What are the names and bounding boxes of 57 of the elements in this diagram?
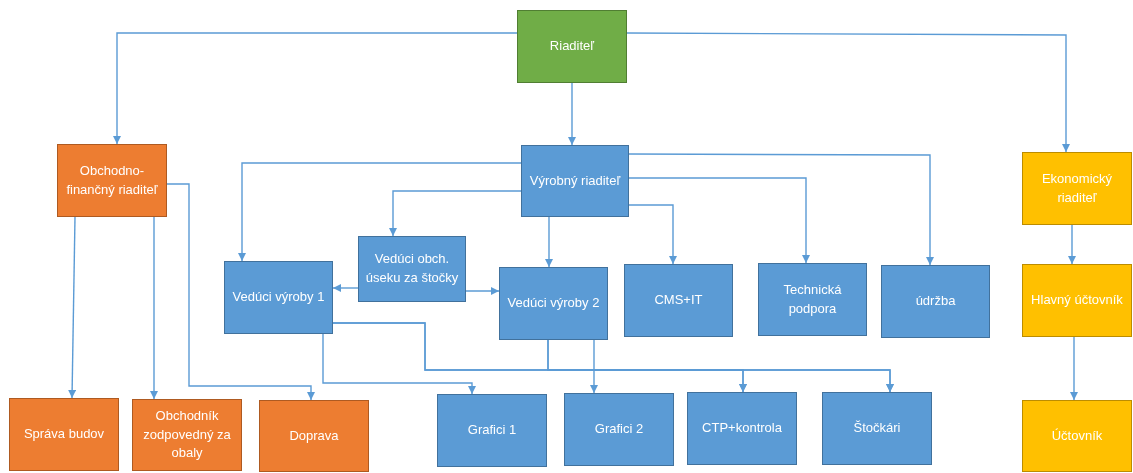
- box-label: údržba: [915, 292, 956, 311]
- connector-arrow: [465, 287, 500, 295]
- org-box: [758, 263, 867, 336]
- connector-arrow: [628, 153, 934, 266]
- box-label: CMS+IT: [654, 291, 703, 310]
- connector-arrow: [322, 333, 476, 395]
- connector-arrow: [626, 32, 1070, 153]
- box-label: Technická podpora: [782, 280, 843, 318]
- box-label: Doprava: [289, 426, 339, 445]
- box-label: Grafici 1: [467, 421, 517, 440]
- box-label: Obchodník zodpovedný za obaly: [142, 406, 232, 463]
- org-box: [1022, 400, 1132, 472]
- org-box: [259, 400, 369, 472]
- connector-arrow: [545, 216, 553, 268]
- connector-arrow: [590, 339, 598, 394]
- org-box: [687, 392, 797, 465]
- box-label: Grafici 2: [594, 420, 644, 439]
- org-box: [624, 264, 733, 337]
- box-label: Obchodno- finančný riaditeľ: [65, 161, 159, 199]
- connector-arrow: [1068, 224, 1076, 265]
- box-label: Vedúci obch. úseku za štočky: [365, 250, 459, 287]
- org-box: [1022, 264, 1132, 337]
- box-label: Správa budov: [23, 425, 105, 444]
- box-label: Vedúci výroby 1: [232, 288, 325, 307]
- org-box: [822, 392, 932, 465]
- connector-arrow: [150, 216, 158, 400]
- connector-arrow: [389, 190, 522, 237]
- connector-arrow: [628, 177, 810, 264]
- box-label: Výrobný riaditeľ: [529, 171, 621, 190]
- box-label: Štočkári: [853, 419, 901, 438]
- org-box: [437, 394, 547, 467]
- org-box: [358, 236, 466, 302]
- connector-arrow: [113, 32, 518, 145]
- org-box: [499, 267, 608, 340]
- connector-arrow: [68, 216, 77, 399]
- org-box: [132, 399, 242, 471]
- org-box: [881, 265, 990, 338]
- box-label: CTP+kontrola: [702, 419, 782, 438]
- connector-arrow: [238, 162, 522, 262]
- connector-arrow: [166, 183, 315, 401]
- box-label: Hlavný účtovník: [1031, 291, 1123, 310]
- org-box: [517, 10, 627, 83]
- box-label: Riaditeľ: [549, 37, 595, 56]
- org-box: [521, 145, 629, 217]
- box-label: Ekonomický riaditeľ: [1040, 169, 1114, 207]
- connector-arrow: [332, 284, 359, 292]
- box-label: Vedúci výroby 2: [507, 294, 600, 313]
- org-box: [57, 144, 167, 217]
- connector-arrow: [628, 204, 677, 265]
- connector-arrow: [1070, 336, 1078, 401]
- org-box: [9, 398, 119, 471]
- box-label: Účtovník: [1051, 426, 1103, 445]
- connector-arrow: [547, 339, 894, 393]
- org-box: [564, 393, 674, 466]
- org-box: [1022, 152, 1132, 225]
- org-box: [224, 261, 333, 334]
- connector-arrow: [568, 82, 576, 146]
